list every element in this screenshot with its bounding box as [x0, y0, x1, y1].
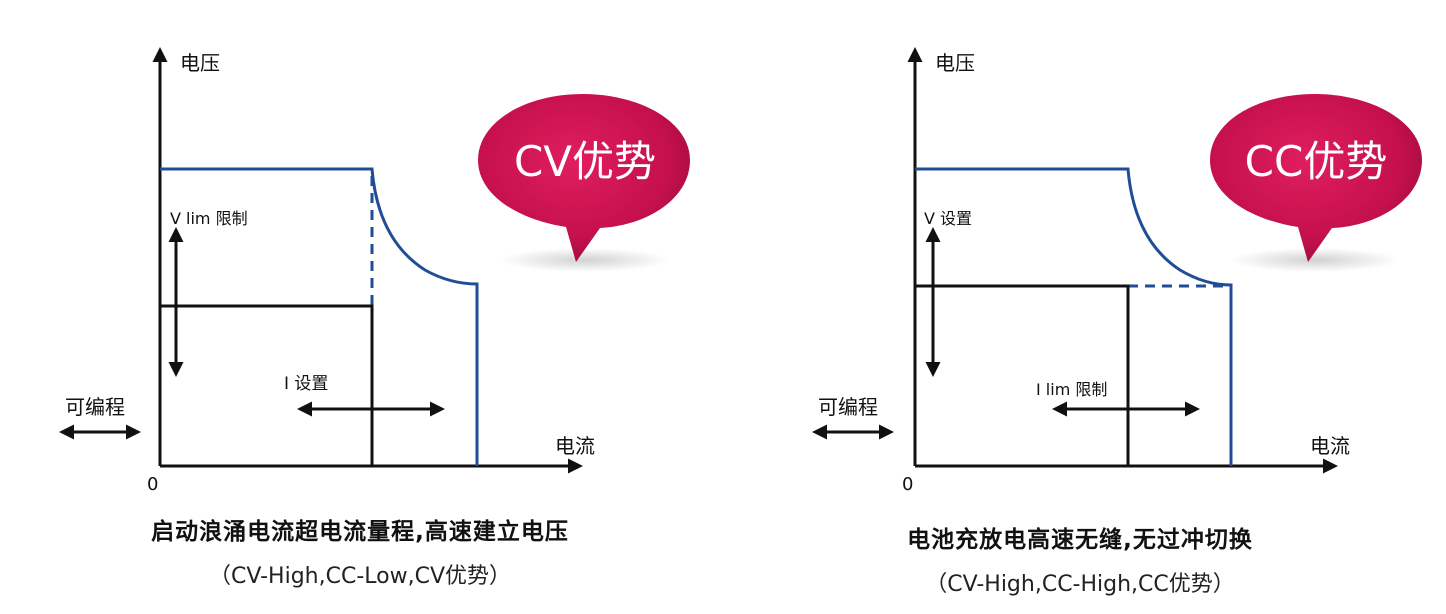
right-bubble-text: CC优势: [1245, 137, 1388, 186]
right-vertical-label: V 设置: [924, 209, 972, 228]
right-origin-label: 0: [902, 474, 913, 495]
right-programmable-label: 可编程: [818, 395, 878, 419]
right-operating-box: [915, 284, 1130, 466]
left-programmable-label: 可编程: [65, 395, 125, 419]
right-diagram: 电压 电流 0 V 设置 I lim 限制 可编程 CC优势: [812, 47, 1422, 495]
right-bubble-shadow: [1230, 248, 1400, 272]
right-x-axis-label: 电流: [1310, 434, 1350, 458]
left-origin-label: 0: [147, 474, 158, 495]
left-x-axis-label: 电流: [555, 434, 595, 458]
left-horizontal-label: I 设置: [284, 374, 328, 394]
right-horizontal-label: I lim 限制: [1036, 380, 1107, 399]
right-caption-sub: （CV-High,CC-High,CC优势）: [925, 572, 1235, 597]
right-caption: 电池充放电高速无缝,无过冲切换 （CV-High,CC-High,CC优势）: [780, 520, 1380, 598]
left-caption-main: 启动浪涌电流超电流量程,高速建立电压: [151, 519, 569, 545]
left-y-axis-label: 电压: [180, 51, 220, 75]
right-caption-main: 电池充放电高速无缝,无过冲切换: [907, 527, 1253, 553]
left-bubble-shadow: [500, 248, 670, 272]
left-caption: 启动浪涌电流超电流量程,高速建立电压 （CV-High,CC-Low,CV优势）: [60, 512, 660, 590]
left-speech-bubble: [478, 94, 690, 262]
right-limit-curve: [915, 167, 1233, 466]
left-vertical-label: V lim 限制: [170, 209, 248, 228]
left-operating-box: [160, 304, 374, 466]
left-caption-sub: （CV-High,CC-Low,CV优势）: [208, 564, 511, 589]
left-limit-curve: [160, 167, 479, 466]
right-y-axis-label: 电压: [935, 51, 975, 75]
right-speech-bubble: [1210, 94, 1422, 262]
left-bubble-text: CV优势: [514, 137, 656, 186]
left-diagram: 电压 电流 0 V lim 限制 I 设置 可编程 CV优势: [59, 47, 690, 495]
